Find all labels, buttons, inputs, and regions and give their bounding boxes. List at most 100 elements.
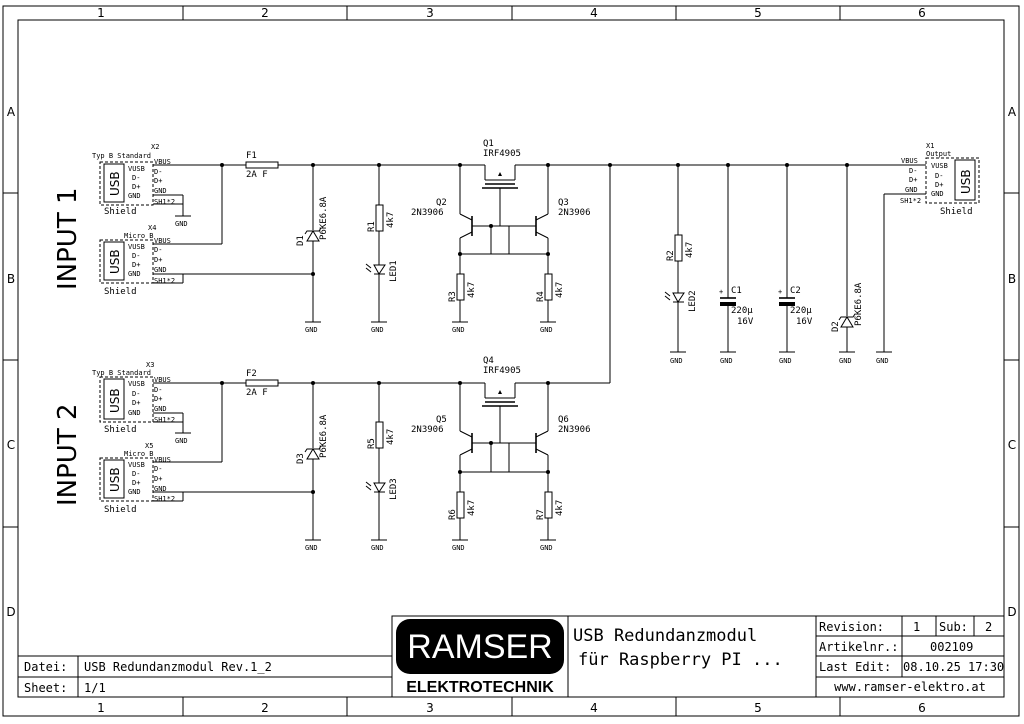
fuse-f1: F1 2A F bbox=[245, 151, 279, 180]
r1-ref: R1 bbox=[367, 221, 377, 232]
fuse-f2: F2 2A F bbox=[245, 369, 279, 398]
x2-pin-vusb: VUSB bbox=[128, 165, 145, 173]
col-2-top: 2 bbox=[261, 6, 269, 20]
article-label: Artikelnr.: bbox=[819, 640, 898, 654]
d1-ref: D1 bbox=[296, 235, 306, 246]
x1-pin-dp: D+ bbox=[935, 181, 943, 189]
connector-x1: USB VUSB D- D+ GND X1 Output Shield VBUS… bbox=[876, 142, 980, 365]
x4-ref: X4 bbox=[148, 224, 156, 232]
row-b-left: B bbox=[7, 272, 15, 286]
x1-ext-vbus: VBUS bbox=[901, 157, 918, 165]
d2-ref: D2 bbox=[831, 321, 841, 332]
x1-ref: X1 bbox=[926, 142, 934, 150]
x3-pin-gnd: GND bbox=[128, 409, 141, 417]
x4-usb-text: USB bbox=[108, 249, 122, 274]
col-1-top: 1 bbox=[97, 6, 105, 20]
r5-value: 4k7 bbox=[386, 429, 396, 445]
connector-x3: USB VUSB D- D+ GND X3 Typ B Standard Shi… bbox=[92, 361, 191, 445]
x5-pin-gnd: GND bbox=[128, 488, 141, 496]
col-4-top: 4 bbox=[590, 6, 598, 20]
transistor-pair-q5-q6: Q5 2N3906 Q6 2N3906 R6 4k7 GND R7 4k7 GN… bbox=[411, 383, 591, 552]
c1-ref: C1 bbox=[731, 286, 742, 296]
r3-value: 4k7 bbox=[467, 282, 477, 298]
row-d-right: D bbox=[1007, 605, 1016, 619]
x2-gnd: GND bbox=[175, 220, 188, 228]
website: www.ramser-elektro.at bbox=[834, 680, 986, 694]
d1-gnd: GND bbox=[305, 326, 318, 334]
x3-ext-dp: D+ bbox=[154, 395, 162, 403]
f1-value: 2A F bbox=[246, 170, 268, 180]
col-5-bottom: 5 bbox=[754, 701, 762, 715]
x2-ext-dm: D- bbox=[154, 168, 162, 176]
f2-value: 2A F bbox=[246, 388, 268, 398]
capacitor-c2: + C2 220µ 16V GND bbox=[778, 165, 813, 365]
x2-pin-dp: D+ bbox=[132, 183, 140, 191]
x1-pin-gnd: GND bbox=[931, 190, 944, 198]
diode-d1: D1 P6KE6.8A GND bbox=[296, 165, 329, 334]
title-line2: für Raspberry PI ... bbox=[578, 650, 783, 670]
x3-gnd: GND bbox=[175, 437, 188, 445]
row-a-right: A bbox=[1008, 105, 1017, 119]
q5-value: 2N3906 bbox=[411, 425, 444, 435]
mosfet-q4: Q4 IRF4905 bbox=[482, 356, 521, 443]
x1-ext-gnd: GND bbox=[905, 186, 918, 194]
d2-value: P6KE6.8A bbox=[854, 282, 864, 326]
x5-usb-text: USB bbox=[108, 467, 122, 492]
d3-gnd: GND bbox=[305, 544, 318, 552]
x3-shield: Shield bbox=[104, 425, 137, 435]
q1-ref: Q1 bbox=[483, 139, 494, 149]
c2-gnd: GND bbox=[779, 357, 792, 365]
c2-value: 220µ bbox=[790, 306, 812, 316]
x1-ext-sh: SH1*2 bbox=[900, 197, 921, 205]
x3-ref: X3 bbox=[146, 361, 154, 369]
x5-ext-dm: D- bbox=[154, 465, 162, 473]
lastedit-value: 08.10.25 17:30 bbox=[903, 660, 1004, 674]
led3-ref: LED3 bbox=[389, 478, 399, 500]
x2-ext-gnd: GND bbox=[154, 187, 167, 195]
col-3-top: 3 bbox=[426, 6, 434, 20]
r6-gnd: GND bbox=[452, 544, 465, 552]
svg-text:+: + bbox=[778, 288, 782, 296]
drawing-frame: 1 2 3 4 5 6 1 2 3 4 5 6 A B C D A B C D bbox=[2, 5, 1020, 717]
x2-shield: Shield bbox=[104, 207, 137, 217]
transistor-pair-q2-q3: Q2 2N3906 Q3 2N3906 R3 4k7 GND R4 4k7 GN… bbox=[411, 165, 591, 334]
d2-gnd: GND bbox=[839, 357, 852, 365]
sub-label: Sub: bbox=[939, 620, 968, 634]
sub-value: 2 bbox=[985, 620, 992, 634]
x4-pin-dp: D+ bbox=[132, 261, 140, 269]
svg-text:+: + bbox=[719, 288, 723, 296]
q1-value: IRF4905 bbox=[483, 149, 521, 159]
x4-ext-gnd: GND bbox=[154, 266, 167, 274]
x3-pin-dm: D- bbox=[132, 390, 140, 398]
x3-ext-gnd: GND bbox=[154, 405, 167, 413]
mosfet-q1: Q1 IRF4905 bbox=[482, 139, 521, 226]
diode-d3: D3 P6KE6.8A GND bbox=[296, 383, 329, 552]
c1-voltage: 16V bbox=[737, 317, 754, 327]
row-d-left: D bbox=[6, 605, 15, 619]
capacitor-c1: + C1 220µ 16V GND bbox=[719, 165, 754, 365]
title-line1: USB Redundanzmodul bbox=[573, 626, 757, 646]
c2-ref: C2 bbox=[790, 286, 801, 296]
col-5-top: 5 bbox=[754, 6, 762, 20]
row-a-left: A bbox=[7, 105, 16, 119]
revision-label: Revision: bbox=[819, 620, 884, 634]
input-2-label: INPUT 2 bbox=[53, 403, 83, 506]
r6-value: 4k7 bbox=[467, 500, 477, 516]
q3-ref: Q3 bbox=[558, 198, 569, 208]
x5-ext-dp: D+ bbox=[154, 475, 162, 483]
x1-ext-dm: D- bbox=[909, 167, 917, 175]
x5-pin-dm: D- bbox=[132, 470, 140, 478]
q3-value: 2N3906 bbox=[558, 208, 591, 218]
x1-gnd: GND bbox=[876, 357, 889, 365]
col-6-bottom: 6 bbox=[918, 701, 926, 715]
led1-ref: LED1 bbox=[389, 260, 399, 282]
led2-ref: LED2 bbox=[688, 290, 698, 312]
x3-ext-dm: D- bbox=[154, 386, 162, 394]
x1-pin-vusb: VUSB bbox=[931, 162, 948, 170]
q2-value: 2N3906 bbox=[411, 208, 444, 218]
x5-ref: X5 bbox=[145, 442, 153, 450]
q4-value: IRF4905 bbox=[483, 366, 521, 376]
r4-ref: R4 bbox=[536, 291, 546, 302]
led3-gnd: GND bbox=[371, 544, 384, 552]
x1-usb-text: USB bbox=[959, 169, 973, 194]
